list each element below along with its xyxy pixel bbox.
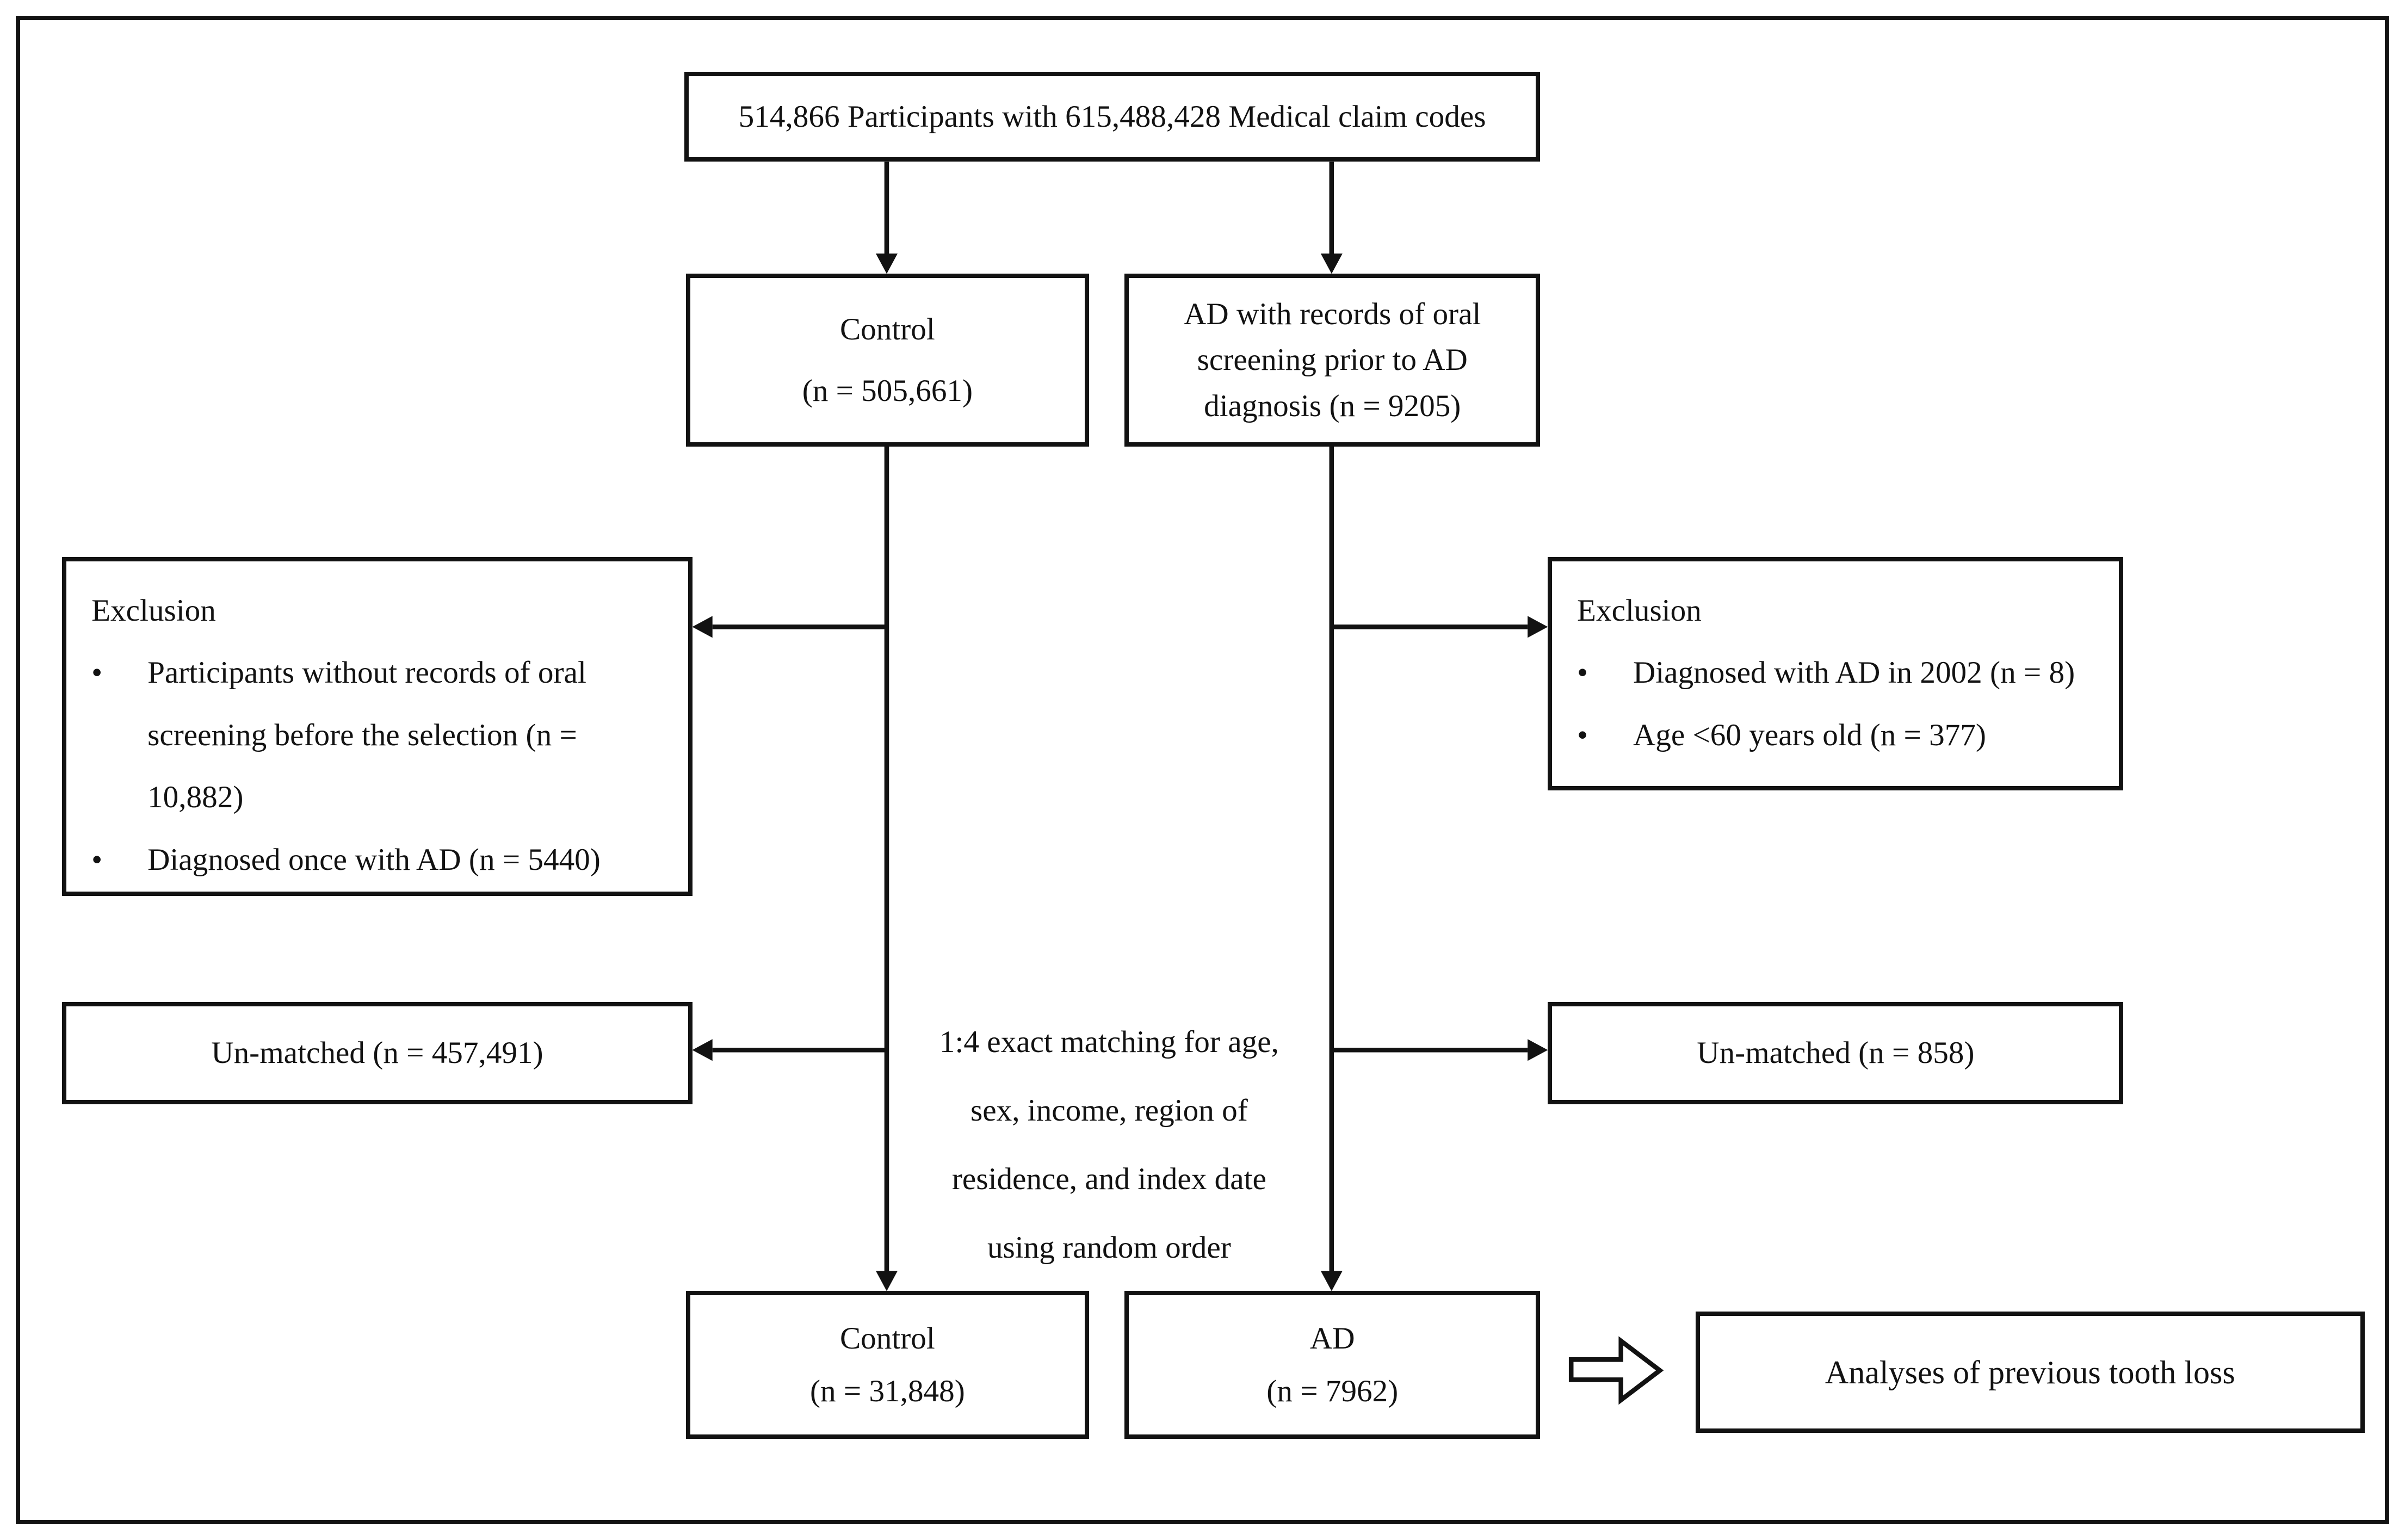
bullet-icon: • [91, 655, 103, 690]
box-source-population: 514,866 Participants with 615,488,428 Me… [684, 71, 1540, 162]
exclusion-left-item-1: • Participants without records of oral s… [91, 642, 672, 828]
bullet-icon: • [1577, 655, 1588, 690]
ad-initial-line-3: diagnosis (n = 9205) [1204, 388, 1461, 423]
matching-note-line-4: using random order [987, 1230, 1231, 1265]
box-ad-final: AD (n = 7962) [1124, 1291, 1540, 1439]
bullet-icon: • [1577, 718, 1588, 752]
ad-final-title: AD [1309, 1321, 1355, 1356]
exclusion-left-item-2-text: Diagnosed once with AD (n = 5440) [147, 842, 601, 877]
exclusion-right-item-1: • Diagnosed with AD in 2002 (n = 8) [1577, 642, 2104, 704]
box-control-initial: Control (n = 505,661) [686, 274, 1089, 447]
exclusion-right-item-2: • Age <60 years old (n = 377) [1577, 704, 2104, 766]
bullet-icon: • [91, 842, 103, 877]
unmatched-right-text: Un-matched (n = 858) [1697, 1036, 1975, 1071]
analyses-text: Analyses of previous tooth loss [1825, 1353, 2235, 1390]
exclusion-left-item-2: • Diagnosed once with AD (n = 5440) [91, 829, 672, 891]
box-ad-initial: AD with records of oral screening prior … [1124, 274, 1540, 447]
box-exclusion-left: Exclusion • Participants without records… [62, 556, 693, 896]
control-final-title: Control [840, 1321, 935, 1356]
box-unmatched-right: Un-matched (n = 858) [1548, 1001, 2124, 1105]
ad-final-n: (n = 7962) [1266, 1374, 1399, 1409]
exclusion-left-title: Exclusion [91, 593, 216, 628]
control-initial-n: (n = 505,661) [802, 373, 973, 408]
matching-note: 1:4 exact matching for age, sex, income,… [899, 1008, 1319, 1282]
unmatched-left-text: Un-matched (n = 457,491) [211, 1036, 543, 1071]
source-population-text: 514,866 Participants with 615,488,428 Me… [738, 99, 1486, 134]
matching-note-line-1: 1:4 exact matching for age, [939, 1025, 1279, 1060]
matching-note-line-2: sex, income, region of [970, 1093, 1248, 1128]
matching-note-line-3: residence, and index date [951, 1161, 1266, 1196]
box-control-final: Control (n = 31,848) [686, 1291, 1089, 1439]
ad-initial-line-2: screening prior to AD [1197, 343, 1468, 378]
ad-initial-line-1: AD with records of oral [1184, 296, 1481, 331]
exclusion-right-title: Exclusion [1577, 593, 1702, 628]
box-unmatched-left: Un-matched (n = 457,491) [62, 1001, 693, 1105]
exclusion-right-item-2-text: Age <60 years old (n = 377) [1633, 718, 1986, 752]
exclusion-right-item-1-text: Diagnosed with AD in 2002 (n = 8) [1633, 655, 2075, 690]
box-analyses: Analyses of previous tooth loss [1695, 1311, 2365, 1433]
figure-frame [15, 15, 2390, 1525]
control-final-n: (n = 31,848) [809, 1374, 965, 1409]
exclusion-left-item-1-text: Participants without records of oral scr… [147, 655, 586, 815]
box-exclusion-right: Exclusion • Diagnosed with AD in 2002 (n… [1548, 556, 2124, 790]
control-initial-title: Control [840, 312, 935, 347]
